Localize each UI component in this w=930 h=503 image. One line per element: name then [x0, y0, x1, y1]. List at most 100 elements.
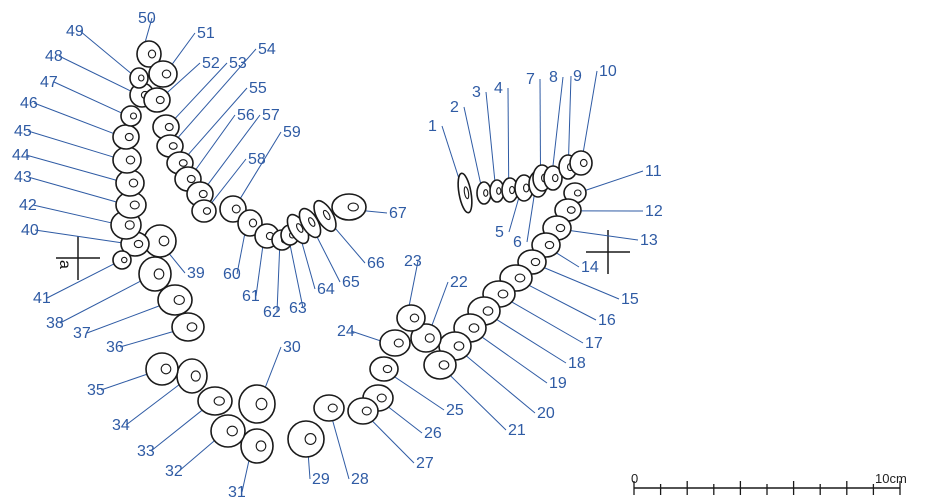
bead-label-24: 24: [337, 323, 355, 340]
bead-label-60: 60: [223, 266, 241, 283]
bead-label-41: 41: [33, 290, 51, 307]
bead-label-49: 49: [66, 23, 84, 40]
bead-hole-27: [361, 406, 372, 416]
bead-hole-55: [178, 159, 188, 167]
bead-label-36: 36: [106, 339, 124, 356]
bead-hole-32: [226, 425, 238, 437]
leader-line-46: [33, 102, 115, 135]
bead-label-56: 56: [237, 107, 255, 124]
bead-hole-16: [514, 273, 526, 283]
bead-label-20: 20: [537, 405, 555, 422]
bead-33: [197, 386, 233, 416]
bead-label-16: 16: [598, 312, 616, 329]
bead-label-52: 52: [202, 55, 220, 72]
bead-hole-66: [322, 209, 331, 221]
leader-line-10: [582, 70, 598, 153]
bead-label-53: 53: [229, 55, 247, 72]
leader-line-4: [507, 87, 510, 183]
beads: [110, 40, 593, 464]
bead-label-29: 29: [312, 471, 330, 488]
leader-line-45: [27, 130, 115, 158]
bead-label-2: 2: [450, 99, 459, 116]
bead-24: [379, 329, 411, 357]
bead-hole-24: [393, 338, 404, 348]
bead-hole-43: [129, 200, 140, 210]
leader-line-18: [495, 318, 567, 364]
scale-start-label: 0: [631, 471, 638, 486]
bead-label-31: 31: [228, 484, 246, 501]
leader-line-5: [508, 195, 520, 233]
leader-line-47: [53, 81, 122, 114]
bead-hole-13: [555, 223, 566, 233]
bead-22: [410, 323, 442, 353]
bead-label-43: 43: [14, 169, 32, 186]
leader-line-57: [207, 114, 261, 186]
bead-58: [191, 199, 217, 223]
bead-hole-18: [482, 306, 494, 316]
leader-line-53: [174, 62, 228, 120]
bead-label-57: 57: [262, 107, 280, 124]
scale-bar: 0 10cm: [631, 471, 907, 495]
bead-67: [331, 193, 367, 221]
leader-line-62: [276, 249, 281, 313]
leader-line-16: [527, 284, 597, 321]
bead-hole-44: [128, 178, 139, 188]
leader-line-28: [332, 420, 350, 480]
bead-hole-65: [308, 217, 316, 227]
bead-30: [238, 384, 276, 424]
bead-label-27: 27: [416, 455, 434, 472]
bead-hole-28: [327, 403, 338, 413]
bead-label-25: 25: [446, 402, 464, 419]
bead-label-58: 58: [248, 151, 266, 168]
bead-label-18: 18: [568, 355, 586, 372]
bead-label-45: 45: [14, 123, 32, 140]
bead-34: [176, 358, 208, 394]
bead-label-44: 44: [12, 147, 30, 164]
bead-label-19: 19: [549, 375, 567, 392]
bead-label-66: 66: [367, 255, 385, 272]
leader-line-48: [58, 55, 131, 92]
bead-label-7: 7: [526, 71, 535, 88]
bead-hole-10: [579, 158, 588, 168]
bead-hole-51: [161, 69, 172, 79]
bead-hole-11: [573, 189, 582, 197]
bead-label-32: 32: [165, 463, 183, 480]
bead-hole-53: [164, 122, 174, 132]
leader-line-35: [100, 373, 148, 391]
leader-line-43: [27, 176, 119, 203]
leader-line-2: [463, 106, 482, 187]
bead-label-55: 55: [249, 80, 267, 97]
bead-label-54: 54: [258, 41, 276, 58]
bead-label-51: 51: [197, 25, 215, 42]
bead-hole-31: [255, 440, 267, 452]
leader-line-40: [34, 229, 124, 244]
leader-line-36: [119, 330, 175, 348]
leader-line-8: [552, 76, 564, 170]
bead-hole-1: [463, 186, 470, 200]
bead-label-35: 35: [87, 382, 105, 399]
leader-line-54: [177, 48, 257, 139]
leader-line-58: [211, 158, 247, 204]
bead-hole-37: [173, 294, 185, 306]
bead-hole-54: [168, 142, 178, 150]
bead-hole-19: [468, 323, 480, 333]
bead-label-39: 39: [187, 265, 205, 282]
bead-label-3: 3: [472, 84, 481, 101]
bead-label-42: 42: [19, 197, 37, 214]
leader-line-61: [255, 247, 264, 297]
leader-line-30: [264, 346, 282, 389]
leader-line-15: [542, 266, 620, 300]
leader-line-51: [171, 32, 196, 65]
bead-label-6: 6: [513, 234, 522, 251]
bead-hole-58: [202, 207, 212, 215]
bead-hole-40: [133, 239, 144, 249]
leader-line-49: [79, 30, 132, 74]
leader-line-27: [371, 420, 415, 464]
bead-hole-17: [497, 289, 509, 299]
bead-hole-46: [124, 132, 134, 142]
scale-end-label: 10cm: [875, 471, 907, 486]
bead-hole-49: [138, 74, 145, 82]
